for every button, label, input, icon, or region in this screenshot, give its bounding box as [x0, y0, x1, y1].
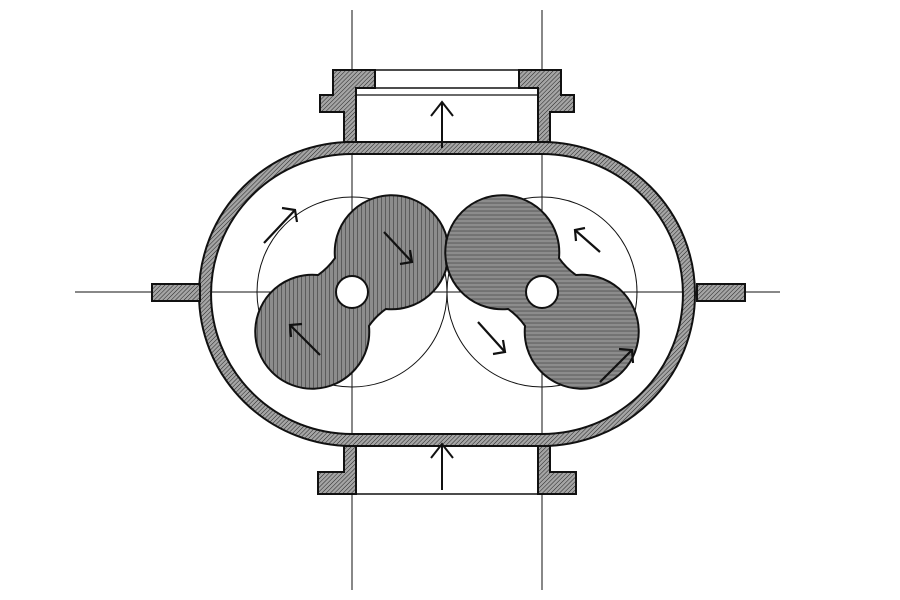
side-lugs: [151, 283, 746, 302]
rotation-arrow-icon: [573, 226, 601, 253]
rotation-arrow-icon: [288, 322, 321, 356]
top-opening-frame: [374, 69, 520, 89]
shafts: [335, 275, 559, 309]
right-lug: [696, 283, 746, 302]
rotation-arrows: [263, 206, 635, 383]
rotation-arrow-icon: [383, 231, 414, 266]
top-flange-left: [319, 69, 376, 143]
rotation-arrow-icon: [477, 321, 507, 356]
rotation-arrow-icon: [263, 206, 299, 244]
shaft-bore-icon: [335, 275, 369, 309]
bottom-flange-left: [317, 445, 357, 495]
pitch-circles: [256, 196, 638, 388]
flow-arrows: [430, 100, 454, 490]
rotation-arrow-icon: [599, 347, 635, 383]
top-flange-right: [518, 69, 575, 143]
bottom-flange-right: [537, 445, 577, 495]
left-lug: [151, 283, 201, 302]
right-pitch-circle: [446, 196, 638, 388]
shaft-bore-icon: [525, 275, 559, 309]
bottom-port: [317, 445, 577, 495]
outlet-flow-arrow-icon: [430, 100, 454, 148]
top-port: [319, 69, 575, 143]
inlet-flow-arrow-icon: [430, 442, 454, 490]
